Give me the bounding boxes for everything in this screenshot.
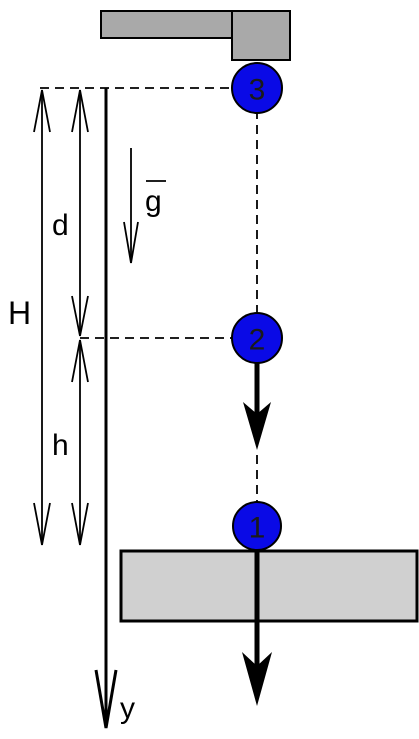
velocity-arrow-2 <box>243 360 271 450</box>
dimension-d <box>71 89 89 337</box>
dimension-H-arrow-bottom <box>33 502 51 546</box>
dimension-h <box>71 339 89 546</box>
dimension-d-arrow-top <box>71 89 89 133</box>
ball-1: 1 <box>232 501 282 551</box>
ball-1-circle <box>232 501 282 551</box>
y-axis <box>94 88 118 729</box>
ball-3: 3 <box>231 62 283 114</box>
ball-2-label: 2 <box>249 324 266 357</box>
velocity-arrow-1 <box>242 546 272 706</box>
floor <box>119 549 419 623</box>
dimension-H-arrow-top <box>33 89 51 133</box>
y-axis-label: y <box>120 692 135 725</box>
drop-platform <box>100 10 291 61</box>
dimension-h-arrow-bottom <box>71 502 89 546</box>
ball-3-circle <box>231 62 283 114</box>
label-g: g <box>145 185 162 218</box>
ball-1-label: 1 <box>249 512 266 545</box>
gravity-arrow-head <box>123 221 139 264</box>
gravity-arrow <box>123 148 139 264</box>
platform-block <box>231 10 291 61</box>
velocity-arrow-2-head <box>243 402 271 450</box>
ball-3-label: 3 <box>249 74 266 107</box>
dimension-d-arrow-bottom <box>71 295 89 337</box>
label-H: H <box>8 295 31 331</box>
ball-2-circle <box>231 312 283 364</box>
dimension-H <box>33 89 51 546</box>
dimension-h-arrow-top <box>71 339 89 383</box>
label-h: h <box>52 429 69 462</box>
ball-2: 2 <box>231 312 283 364</box>
y-axis-arrowhead <box>94 669 118 729</box>
velocity-arrow-1-head <box>242 652 272 706</box>
label-d: d <box>52 209 69 242</box>
